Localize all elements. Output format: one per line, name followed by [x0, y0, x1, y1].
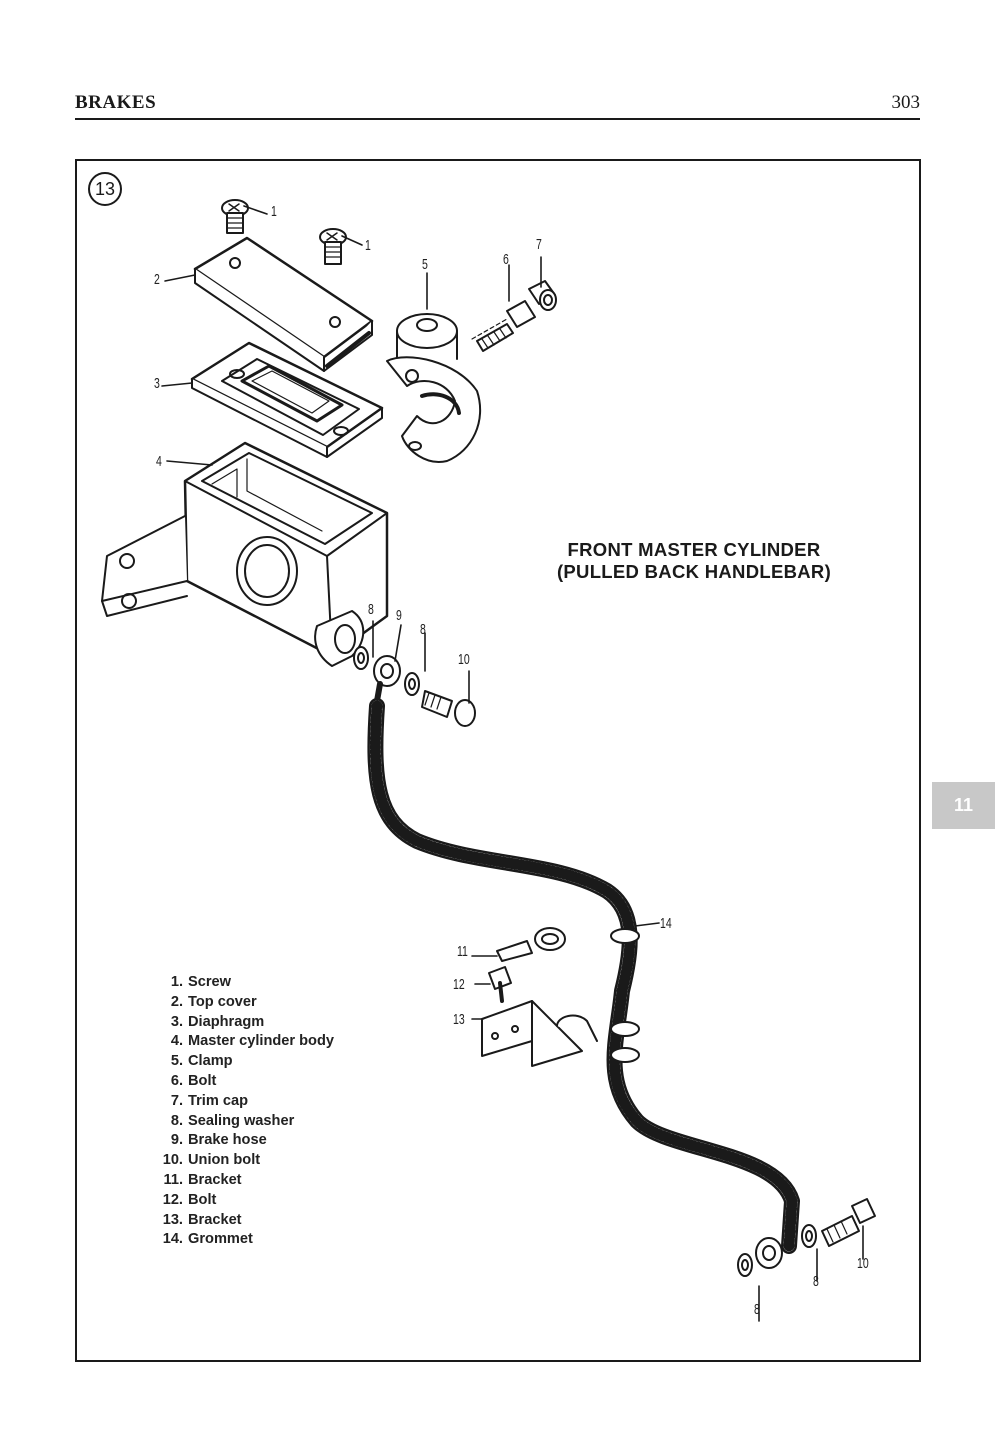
callout-1b: 1: [365, 237, 371, 254]
callout-12: 12: [453, 976, 465, 993]
chapter-tab: 11: [932, 782, 995, 829]
callout-1a: 1: [271, 203, 277, 220]
diaphragm-part: [192, 343, 382, 457]
list-item: 2.Top cover: [155, 993, 334, 1013]
union-bolt-part-10a: [422, 691, 475, 726]
callout-8b: 8: [420, 621, 426, 638]
callout-3: 3: [154, 375, 160, 392]
callout-13: 13: [453, 1011, 465, 1028]
callout-8d: 8: [813, 1273, 819, 1290]
callout-8c: 8: [754, 1301, 760, 1318]
callout-9: 9: [396, 607, 402, 624]
master-cylinder-body-part: [102, 443, 387, 666]
figure-frame: 13: [75, 159, 921, 1362]
list-item: 4.Master cylinder body: [155, 1032, 334, 1052]
page-number: 303: [892, 92, 921, 114]
callout-8a: 8: [368, 601, 374, 618]
union-bolt-part-10b: [822, 1199, 875, 1246]
screw-part-1a: [222, 200, 248, 233]
bolt-part-12: [489, 967, 511, 1001]
list-item: 11.Bracket: [155, 1171, 334, 1191]
sealing-washer-part-8b: [405, 673, 419, 695]
screw-part-1b: [320, 229, 346, 264]
callout-6: 6: [503, 251, 509, 268]
callout-4: 4: [156, 453, 162, 470]
list-item: 13.Bracket: [155, 1211, 334, 1231]
diagram-title-line-2: (PULLED BACK HANDLEBAR): [529, 561, 859, 583]
bracket-part-13: [482, 1001, 597, 1066]
list-item: 8.Sealing washer: [155, 1112, 334, 1132]
sealing-washer-part-8c: [738, 1254, 752, 1276]
callout-10a: 10: [458, 651, 470, 668]
list-item: 12.Bolt: [155, 1191, 334, 1211]
diagram-title-line-1: FRONT MASTER CYLINDER: [529, 539, 859, 561]
sealing-washer-part-8d: [802, 1225, 816, 1247]
list-item: 7.Trim cap: [155, 1092, 334, 1112]
list-item: 3.Diaphragm: [155, 1013, 334, 1033]
callout-2: 2: [154, 271, 160, 288]
callout-11: 11: [457, 943, 468, 960]
list-item: 1.Screw: [155, 973, 334, 993]
callout-10b: 10: [857, 1255, 869, 1272]
list-item: 9.Brake hose: [155, 1131, 334, 1151]
top-cover-part: [195, 238, 372, 371]
callout-5: 5: [422, 256, 428, 273]
list-item: 6.Bolt: [155, 1072, 334, 1092]
brake-hose-part: [375, 706, 792, 1246]
callout-7: 7: [536, 236, 542, 253]
bolt-part-6: [472, 301, 535, 351]
parts-list: 1.Screw 2.Top cover 3.Diaphragm 4.Master…: [155, 973, 334, 1250]
bracket-part-11: [497, 928, 565, 961]
list-item: 14.Grommet: [155, 1230, 334, 1250]
section-title: BRAKES: [75, 92, 156, 114]
diagram-title: FRONT MASTER CYLINDER (PULLED BACK HANDL…: [529, 539, 859, 583]
trim-cap-part-7: [529, 281, 556, 310]
sealing-washer-part-8a: [354, 647, 368, 669]
clamp-part: [387, 314, 480, 462]
brake-hose-banjo-part: [374, 656, 400, 701]
chapter-tab-label: 11: [932, 782, 995, 829]
list-item: 10.Union bolt: [155, 1151, 334, 1171]
lower-banjo-part: [756, 1238, 782, 1268]
callout-14: 14: [660, 915, 672, 932]
list-item: 5.Clamp: [155, 1052, 334, 1072]
page-header: BRAKES 303: [75, 92, 920, 120]
